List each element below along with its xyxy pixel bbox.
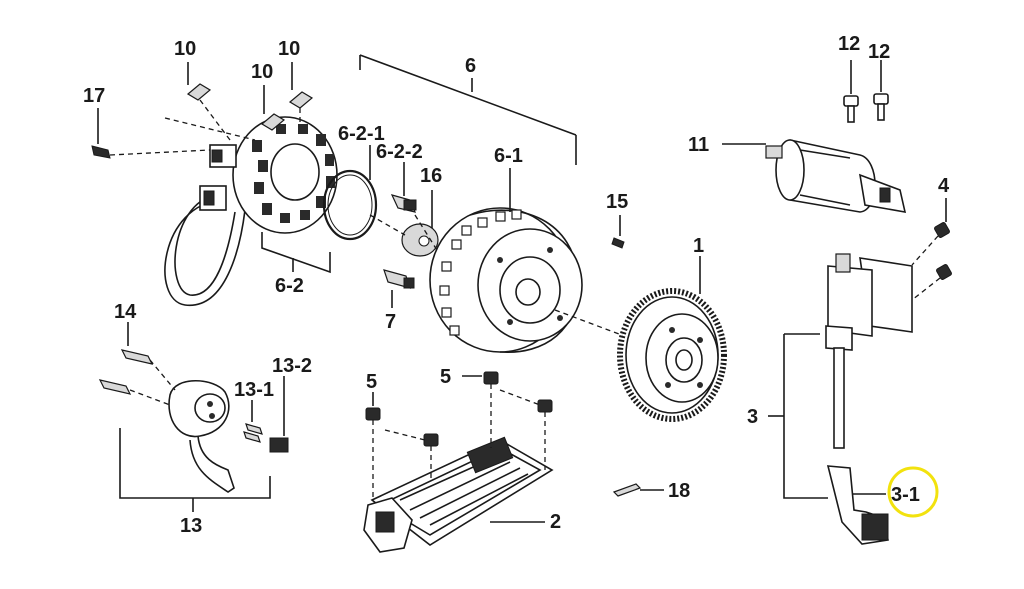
ignition-coil[interactable] [825,253,913,449]
starter-bolt-12[interactable] [843,93,889,123]
woodruff-key-17[interactable] [91,145,111,159]
starter-gear[interactable] [617,288,727,422]
label-6-2: 6-2 [275,275,304,297]
label-4: 4 [938,175,950,197]
flywheel-rotor[interactable] [429,207,583,353]
label-14: 14 [114,301,137,323]
label-10c: 10 [251,61,273,83]
pickup-parts-13-1[interactable] [243,423,263,443]
label-12a: 12 [838,33,860,55]
pin-18[interactable] [612,483,642,497]
spark-plug-cap[interactable] [826,465,889,545]
label-11: 11 [688,134,709,156]
label-10b: 10 [278,38,300,60]
bolt-6-2-2[interactable] [390,194,417,213]
coil-bolt-4[interactable] [934,222,952,280]
label-15: 15 [606,191,628,213]
highlight-circle [887,466,939,518]
label-2: 2 [550,511,561,533]
label-1: 1 [693,235,704,257]
label-12b: 12 [868,41,890,63]
leader-lines [97,54,947,523]
label-7: 7 [385,311,396,333]
label-13-1: 13-1 [234,379,274,401]
circlip-ring[interactable] [322,169,378,241]
label-3: 3 [747,406,758,428]
pickup-sensor[interactable] [168,380,235,493]
label-5b: 5 [440,366,451,388]
regulator-bolt-5[interactable] [365,371,553,447]
label-13-2: 13-2 [272,355,312,377]
regulator-rectifier[interactable] [363,436,554,553]
label-5a: 5 [366,371,377,393]
label-6-2-1: 6-2-1 [338,123,385,145]
label-17: 17 [83,85,105,107]
label-18: 18 [668,480,690,502]
washer-16[interactable] [401,223,439,257]
label-6-2-2: 6-2-2 [376,141,423,163]
key-15[interactable] [611,237,625,249]
label-6: 6 [465,55,476,77]
label-3-1: 3-1 [891,484,920,506]
label-13: 13 [180,515,202,537]
pickup-bolt-14[interactable] [98,349,154,395]
stator-bolt-10[interactable] [186,83,314,131]
label-6-1: 6-1 [494,145,523,167]
pickup-spring-13-2[interactable] [269,437,289,453]
label-16: 16 [420,165,442,187]
starter-motor[interactable] [765,139,907,213]
bolt-7[interactable] [383,269,415,289]
stator-part[interactable] [164,116,338,306]
label-10a: 10 [174,38,196,60]
